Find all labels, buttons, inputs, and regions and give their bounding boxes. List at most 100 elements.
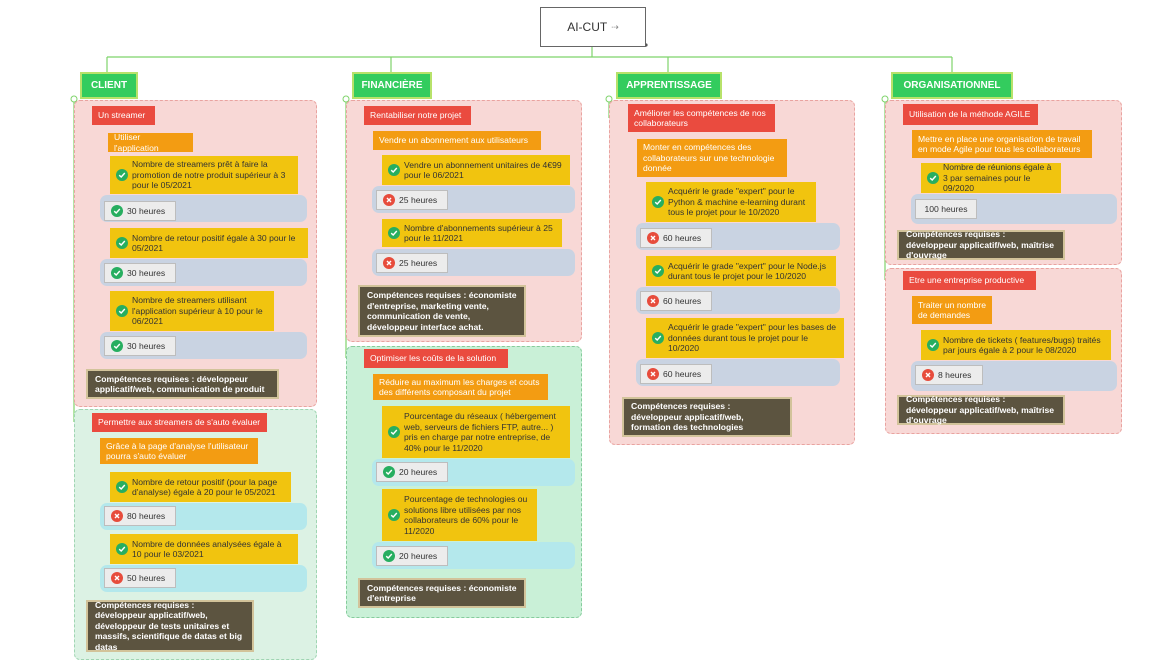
hours-label: 8 heures bbox=[938, 370, 972, 380]
competences-node[interactable]: Compétences requises : développeur appli… bbox=[897, 229, 1065, 260]
objective-node[interactable]: Permettre aux streamers de s'auto évalue… bbox=[92, 413, 267, 432]
kpi-text: Nombre de streamers prêt à faire la prom… bbox=[132, 159, 286, 191]
competences-node[interactable]: Compétences requises : développeur appli… bbox=[86, 369, 279, 399]
kpi-node[interactable]: Acquérir le grade "expert" pour le Pytho… bbox=[646, 182, 816, 222]
kpi-node[interactable]: Nombre de réunions égale à 3 par semaine… bbox=[921, 162, 1061, 193]
check-icon bbox=[116, 237, 128, 249]
cross-icon bbox=[647, 295, 659, 307]
kpi-text: Nombre de données analysées égale à 10 p… bbox=[132, 538, 282, 560]
hours-label: 60 heures bbox=[663, 296, 702, 306]
check-icon bbox=[116, 305, 128, 317]
hours-label: 100 heures bbox=[924, 204, 968, 214]
check-icon bbox=[116, 481, 128, 493]
hours-label: 30 heures bbox=[127, 341, 166, 351]
check-icon bbox=[927, 172, 939, 184]
root-node[interactable]: AI-CUT ⇢ bbox=[540, 7, 646, 47]
hours-node[interactable]: 20 heures bbox=[376, 462, 448, 482]
kpi-node[interactable]: Nombre de retour positif (pour la page d… bbox=[110, 472, 291, 502]
hours-label: 25 heures bbox=[399, 195, 438, 205]
objective-node[interactable]: Un streamer bbox=[92, 106, 155, 125]
kpi-text: Nombre de retour positif égale à 30 pour… bbox=[132, 232, 296, 254]
kpi-text: Nombre de retour positif (pour la page d… bbox=[132, 476, 278, 498]
objective-node[interactable]: Améliorer les compétences de nos collabo… bbox=[628, 104, 775, 132]
check-icon bbox=[388, 509, 400, 521]
goal-node[interactable]: Réduire au maximum les charges et couts … bbox=[373, 374, 548, 400]
goal-node[interactable]: Grâce à la page d'analyse l'utilisateur … bbox=[100, 438, 258, 464]
header-apprentissage[interactable]: APPRENTISSAGE bbox=[616, 72, 722, 99]
kpi-text: Acquérir le grade "expert" pour le Pytho… bbox=[668, 186, 806, 218]
objective-node[interactable]: Optimiser les coûts de la solution bbox=[364, 349, 508, 368]
cross-icon bbox=[383, 194, 395, 206]
kpi-node[interactable]: Acquérir le grade "expert" pour les base… bbox=[646, 318, 844, 358]
hours-node[interactable]: 30 heures bbox=[104, 336, 176, 356]
objective-node[interactable]: Utilisation de la méthode AGILE bbox=[903, 104, 1038, 125]
hours-label: 60 heures bbox=[663, 369, 702, 379]
kpi-node[interactable]: Pourcentage de technologies ou solutions… bbox=[382, 489, 537, 541]
hours-label: 80 heures bbox=[127, 511, 166, 521]
hours-node[interactable]: 100 heures bbox=[915, 199, 977, 219]
objective-node[interactable]: Rentabiliser notre projet bbox=[364, 106, 471, 125]
hours-node[interactable]: 20 heures bbox=[376, 546, 448, 566]
hours-label: 30 heures bbox=[127, 206, 166, 216]
root-title: AI-CUT bbox=[567, 20, 608, 34]
hours-label: 50 heures bbox=[127, 573, 166, 583]
header-financiere[interactable]: FINANCIÈRE bbox=[352, 72, 432, 99]
check-icon bbox=[927, 339, 939, 351]
cross-icon bbox=[383, 257, 395, 269]
hours-node[interactable]: 25 heures bbox=[376, 190, 448, 210]
check-icon bbox=[111, 267, 123, 279]
goal-node[interactable]: Traiter un nombre de demandes bbox=[912, 296, 992, 324]
kpi-node[interactable]: Nombre de streamers utilisant l'applicat… bbox=[110, 291, 274, 331]
kpi-text: Nombre d'abonnements supérieur à 25 pour… bbox=[404, 222, 553, 244]
kpi-node[interactable]: Vendre un abonnement unitaires de 4€99 p… bbox=[382, 155, 570, 185]
kpi-text: Acquérir le grade "expert" pour les base… bbox=[668, 322, 837, 354]
cross-icon bbox=[922, 369, 934, 381]
hours-node[interactable]: 25 heures bbox=[376, 253, 448, 273]
kpi-node[interactable]: Acquérir le grade "expert" pour le Node.… bbox=[646, 256, 836, 286]
hours-label: 60 heures bbox=[663, 233, 702, 243]
check-icon bbox=[111, 205, 123, 217]
competences-node[interactable]: Compétences requises : développeur appli… bbox=[86, 600, 254, 652]
hours-node[interactable]: 8 heures bbox=[915, 365, 983, 385]
kpi-node[interactable]: Nombre d'abonnements supérieur à 25 pour… bbox=[382, 219, 562, 247]
check-icon bbox=[652, 265, 664, 277]
kpi-node[interactable]: Nombre de tickets ( features/bugs) trait… bbox=[921, 330, 1111, 360]
competences-node[interactable]: Compétences requises : développeur appli… bbox=[897, 394, 1065, 425]
objective-node[interactable]: Etre une entreprise productive bbox=[903, 271, 1036, 290]
cross-icon bbox=[647, 232, 659, 244]
competences-node[interactable]: Compétences requises : économiste d'entr… bbox=[358, 578, 526, 608]
check-icon bbox=[383, 550, 395, 562]
header-organisationnel[interactable]: ORGANISATIONNEL bbox=[891, 72, 1013, 99]
kpi-node[interactable]: Pourcentage du réseaux ( hébergement web… bbox=[382, 406, 570, 458]
hours-node[interactable]: 80 heures bbox=[104, 506, 176, 526]
hours-node[interactable]: 30 heures bbox=[104, 263, 176, 283]
hours-label: 30 heures bbox=[127, 268, 166, 278]
kpi-text: Nombre de streamers utilisant l'applicat… bbox=[132, 295, 263, 327]
kpi-text: Vendre un abonnement unitaires de 4€99 p… bbox=[404, 159, 562, 181]
hours-node[interactable]: 30 heures bbox=[104, 201, 176, 221]
kpi-node[interactable]: Nombre de retour positif égale à 30 pour… bbox=[110, 228, 308, 258]
competences-node[interactable]: Compétences requises : économiste d'entr… bbox=[358, 285, 526, 337]
goal-node[interactable]: Utiliser l'application bbox=[108, 132, 193, 153]
hours-node[interactable]: 50 heures bbox=[104, 568, 176, 588]
goal-node[interactable]: Vendre un abonnement aux utilisateurs bbox=[373, 131, 541, 150]
goal-node[interactable]: Mettre en place une organisation de trav… bbox=[912, 130, 1092, 158]
check-icon bbox=[388, 164, 400, 176]
hours-node[interactable]: 60 heures bbox=[640, 228, 712, 248]
goal-node[interactable]: Monter en compétences des collaborateurs… bbox=[637, 139, 787, 177]
link-arrow-icon: ⇢ bbox=[611, 21, 619, 32]
kpi-text: Pourcentage de technologies ou solutions… bbox=[404, 494, 528, 536]
header-client[interactable]: CLIENT bbox=[80, 72, 138, 99]
hours-node[interactable]: 60 heures bbox=[640, 364, 712, 384]
hours-node[interactable]: 60 heures bbox=[640, 291, 712, 311]
kpi-node[interactable]: Nombre de données analysées égale à 10 p… bbox=[110, 534, 298, 564]
competences-node[interactable]: Compétences requises : développeur appli… bbox=[622, 397, 792, 437]
kpi-text: Pourcentage du réseaux ( hébergement web… bbox=[404, 411, 556, 453]
kpi-node[interactable]: Nombre de streamers prêt à faire la prom… bbox=[110, 156, 298, 194]
check-icon bbox=[116, 543, 128, 555]
cross-icon bbox=[111, 510, 123, 522]
cross-icon bbox=[647, 368, 659, 380]
kpi-text: Acquérir le grade "expert" pour le Node.… bbox=[668, 260, 827, 282]
hours-label: 25 heures bbox=[399, 258, 438, 268]
check-icon bbox=[116, 169, 128, 181]
